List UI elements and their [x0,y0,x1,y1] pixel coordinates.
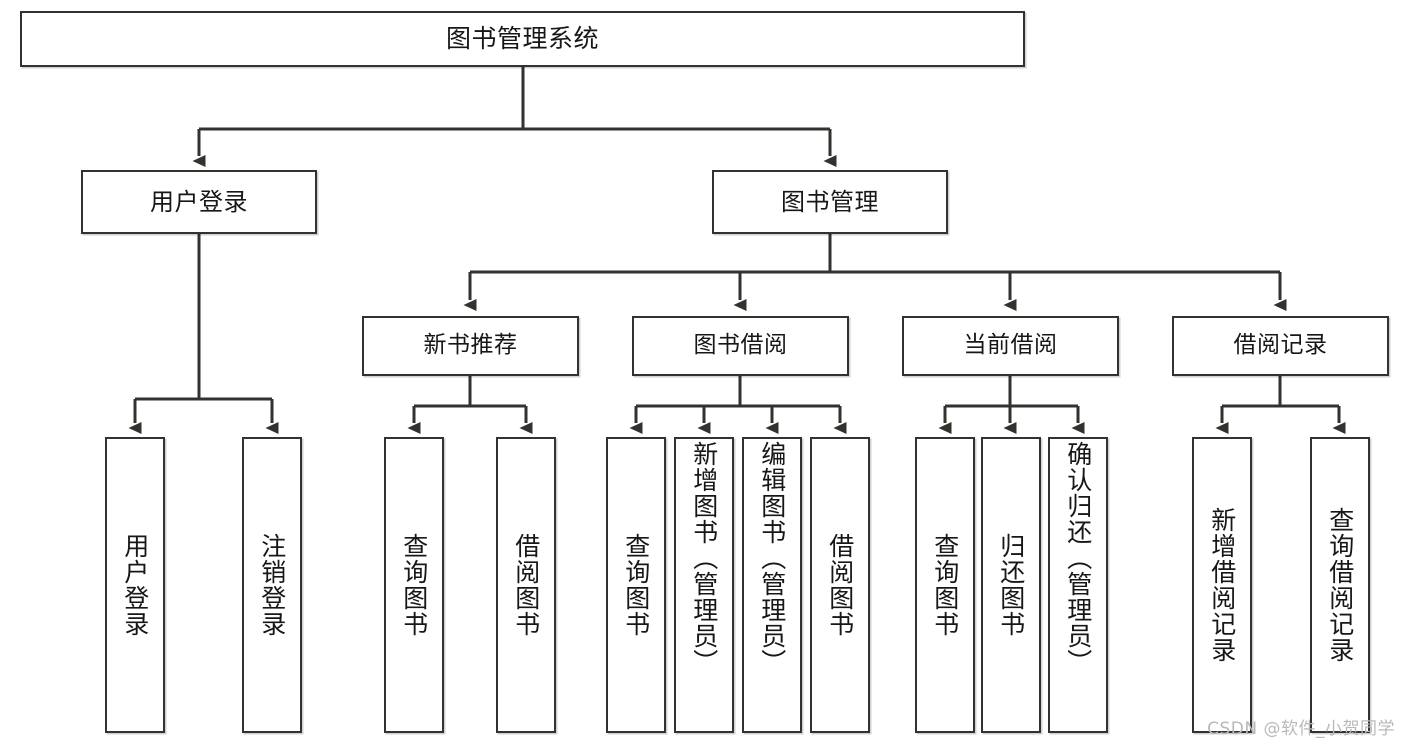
node-current-borrow[interactable]: 当前借阅 [902,316,1119,376]
leaf-current-return-book[interactable]: 归还图书 [981,437,1041,733]
leaf-label: 新增借阅记录 [1207,507,1237,663]
leaf-label: 新增图书（管理员） [689,441,719,675]
leaf-label: 查询借阅记录 [1325,507,1355,663]
node-label: 用户登录 [150,187,248,216]
leaf-current-confirm-return-admin[interactable]: 确认归还（管理员） [1048,437,1108,733]
leaf-user-login-logout[interactable]: 注销登录 [242,437,302,733]
leaf-label: 确认归还（管理员） [1063,441,1093,675]
node-book-management[interactable]: 图书管理 [712,170,948,234]
leaf-record-query-record[interactable]: 查询借阅记录 [1310,437,1370,733]
leaf-label: 查询图书 [930,533,960,637]
node-label: 图书管理系统 [445,24,599,54]
leaf-current-query-book[interactable]: 查询图书 [915,437,975,733]
node-label: 借阅记录 [1233,332,1328,359]
leaf-label: 用户登录 [120,533,150,637]
leaf-borrow-borrow-book[interactable]: 借阅图书 [810,437,870,733]
node-book-borrow[interactable]: 图书借阅 [632,316,849,376]
leaf-borrow-query-book[interactable]: 查询图书 [606,437,666,733]
leaf-label: 归还图书 [996,533,1026,637]
node-user-login[interactable]: 用户登录 [81,170,317,234]
leaf-label: 查询图书 [399,533,429,637]
leaf-label: 查询图书 [621,533,651,637]
node-label: 新书推荐 [423,332,518,359]
node-borrow-record[interactable]: 借阅记录 [1172,316,1389,376]
node-label: 图书借阅 [693,332,788,359]
leaf-record-add-record[interactable]: 新增借阅记录 [1192,437,1252,733]
leaf-recommend-borrow-book[interactable]: 借阅图书 [496,437,556,733]
leaf-label: 借阅图书 [511,533,541,637]
node-label: 当前借阅 [963,332,1058,359]
leaf-user-login-login[interactable]: 用户登录 [105,437,165,733]
watermark: CSDN @软件_小贺同学 [1207,719,1395,739]
leaf-recommend-query-book[interactable]: 查询图书 [384,437,444,733]
leaf-label: 注销登录 [257,533,287,637]
node-label: 图书管理 [781,187,879,216]
leaf-borrow-edit-book-admin[interactable]: 编辑图书（管理员） [742,437,802,733]
node-root-book-management-system[interactable]: 图书管理系统 [20,11,1025,67]
leaf-borrow-add-book-admin[interactable]: 新增图书（管理员） [674,437,734,733]
leaf-label: 借阅图书 [825,533,855,637]
leaf-label: 编辑图书（管理员） [757,441,787,675]
node-new-book-recommend[interactable]: 新书推荐 [362,316,579,376]
